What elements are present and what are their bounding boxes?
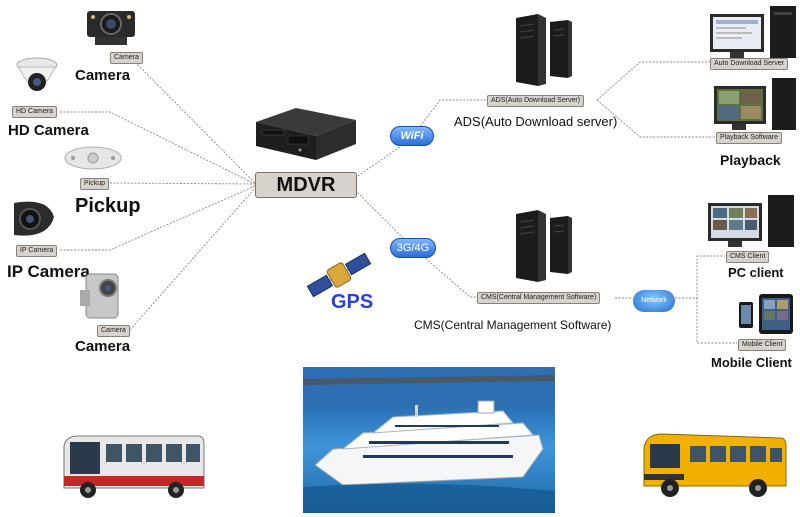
- cms-tag: CMS(Central Management Software): [477, 292, 601, 304]
- desktop-pc-icon: [714, 78, 796, 130]
- pickup-label: Pickup: [75, 195, 141, 217]
- server-tower-icon: [516, 210, 572, 282]
- mdvr-hub: MDVR: [255, 172, 357, 198]
- mobile-client-label: Mobile Client: [711, 355, 792, 370]
- desktop-pc-icon: [708, 195, 794, 247]
- satellite-icon: [306, 253, 372, 297]
- server-tower-icon: [516, 14, 572, 86]
- network-cloud: Network: [633, 290, 675, 312]
- mobile-client-tag: Mobile Client: [738, 339, 787, 351]
- school-bus-icon: [643, 433, 787, 497]
- camera-label-top: Camera: [75, 67, 131, 84]
- desktop-pc-icon: [710, 6, 796, 58]
- camera-icon: [87, 11, 135, 45]
- pickup-tag: Pickup: [80, 178, 110, 190]
- camera-label-bottom: Camera: [75, 338, 131, 355]
- ads-label: ADS(Auto Download server): [454, 114, 618, 129]
- dvr-device-icon: [256, 108, 356, 160]
- auto-download-server-tag: Auto Download Server: [710, 58, 789, 70]
- ads-tag: ADS(Auto Download Server): [487, 95, 585, 107]
- ip-camera-tag: IP Camera: [16, 245, 58, 257]
- playback-software-tag: Playback Software: [716, 132, 782, 144]
- cms-client-tag: CMS Client: [726, 251, 770, 263]
- hd-camera-label: HD Camera: [8, 122, 89, 139]
- camera-tag-top: Camera: [110, 52, 143, 64]
- gps-label: GPS: [331, 291, 374, 313]
- pickup-icon: [64, 146, 122, 170]
- cruise-ship-icon: [303, 367, 555, 513]
- cms-label: CMS(Central Management Software): [414, 318, 612, 332]
- cellular-badge: 3G/4G: [390, 238, 436, 258]
- hd-camera-tag: HD Camera: [12, 106, 57, 118]
- ip-camera-label: IP Camera: [7, 262, 90, 281]
- camera-tag-bottom: Camera: [97, 325, 130, 337]
- dome-camera-icon: [16, 57, 58, 91]
- wifi-badge: WiFi: [390, 126, 434, 146]
- tablet-icon: [739, 294, 793, 334]
- pc-client-label: PC client: [728, 265, 784, 280]
- ip-camera-icon: [14, 201, 54, 236]
- city-bus-icon: [63, 435, 205, 498]
- camera-icon: [80, 273, 119, 319]
- playback-label: Playback: [720, 152, 781, 168]
- cruise-photo: [303, 367, 555, 513]
